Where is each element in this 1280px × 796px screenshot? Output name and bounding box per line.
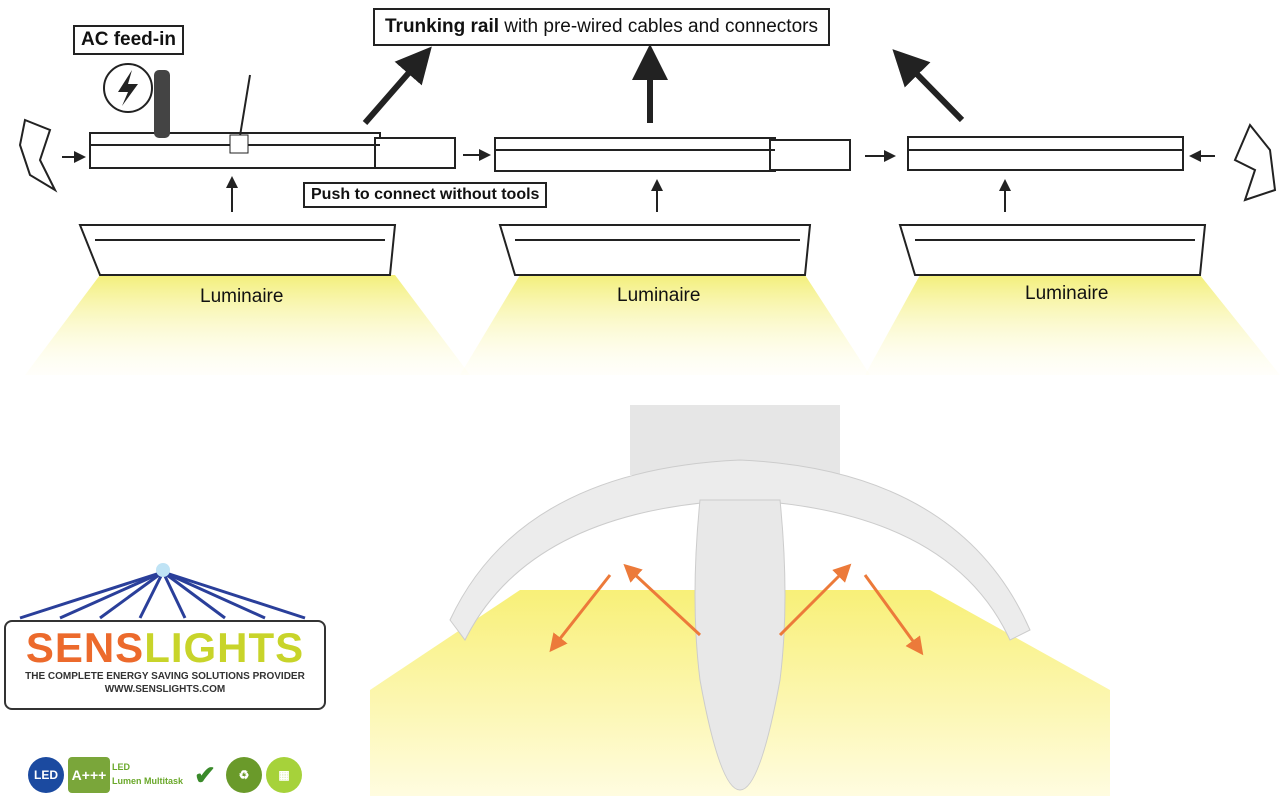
trunking-rails	[89, 132, 1184, 172]
push-connect-label: Push to connect without tools	[303, 182, 548, 208]
light-cones	[25, 275, 1280, 375]
luminaire-3d	[370, 405, 1110, 796]
trunking-rail-label: Trunking rail with pre-wired cables and …	[373, 8, 830, 46]
lumen-badge-bottom: Lumen Multitask	[112, 776, 184, 786]
trunking-rail-desc: with pre-wired cables and connectors	[499, 16, 818, 37]
luminaire-label-3: Luminaire	[1025, 283, 1109, 304]
lumen-badge-top: LED	[112, 762, 130, 772]
trunking-rail-bold: Trunking rail	[385, 16, 500, 37]
ac-feed-graphic	[103, 63, 251, 154]
luminaire-label-1: Luminaire	[200, 286, 284, 307]
green-city-icon: ▦	[266, 757, 302, 793]
luminaires	[78, 224, 1207, 276]
brand-left: SENS	[25, 624, 145, 671]
eco-plug-icon: ♻	[226, 757, 262, 793]
energy-class-badge: A+++	[68, 757, 110, 793]
logo-tagline: THE COMPLETE ENERGY SAVING SOLUTIONS PRO…	[25, 671, 305, 682]
senslights-logo: SENSLIGHTS THE COMPLETE ENERGY SAVING SO…	[4, 620, 326, 710]
ac-feed-label: AC feed-in	[73, 25, 184, 55]
end-cap-right	[1233, 123, 1277, 202]
brand-right: LIGHTS	[144, 624, 305, 671]
logo-url: WWW.SENSLIGHTS.COM	[104, 684, 226, 695]
logo-rays	[19, 570, 306, 620]
luminaire-label-2: Luminaire	[617, 285, 701, 306]
lumen-badge: LED Lumen Multitask	[112, 760, 183, 788]
led-badge: LED	[28, 757, 64, 793]
checkmark-icon: ✔	[194, 759, 216, 790]
end-cap-left	[18, 118, 58, 193]
